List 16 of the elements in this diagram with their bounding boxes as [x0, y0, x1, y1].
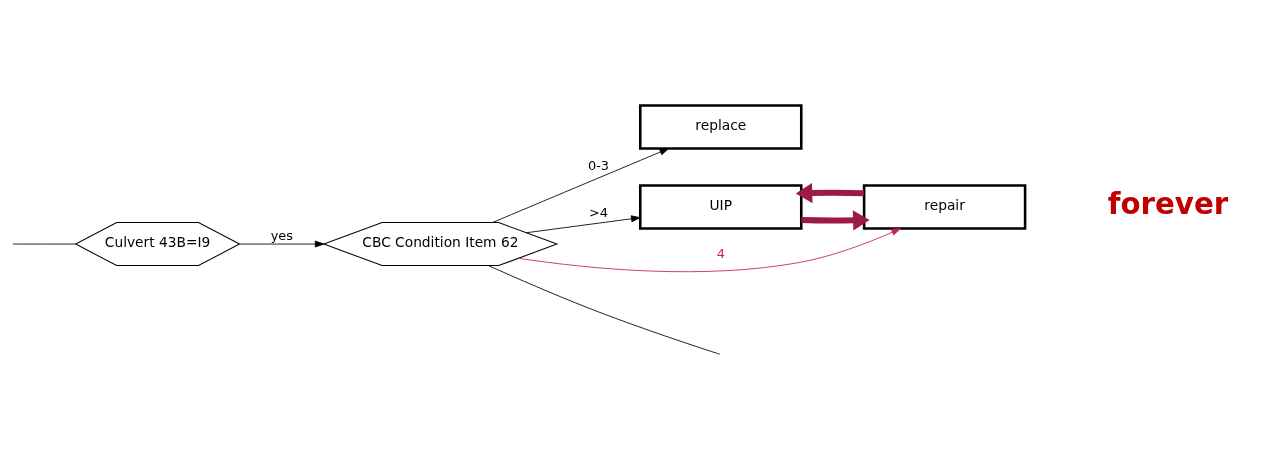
node-box: replace [639, 104, 803, 150]
arrow [795, 182, 864, 204]
node-box: repair [862, 184, 1027, 230]
node-box: UIP [639, 184, 803, 230]
edge-label: 4 [716, 245, 725, 261]
arrow [492, 148, 669, 223]
edge-label: 0-3 [587, 158, 610, 174]
connector [12, 243, 77, 245]
connector [487, 265, 721, 355]
arrow [518, 228, 901, 273]
arrow [801, 210, 870, 231]
edge-label: >4 [589, 205, 609, 221]
arrow [525, 215, 641, 234]
edge-label: yes [270, 227, 293, 243]
arrow [239, 240, 325, 248]
label: forever [1107, 186, 1229, 221]
